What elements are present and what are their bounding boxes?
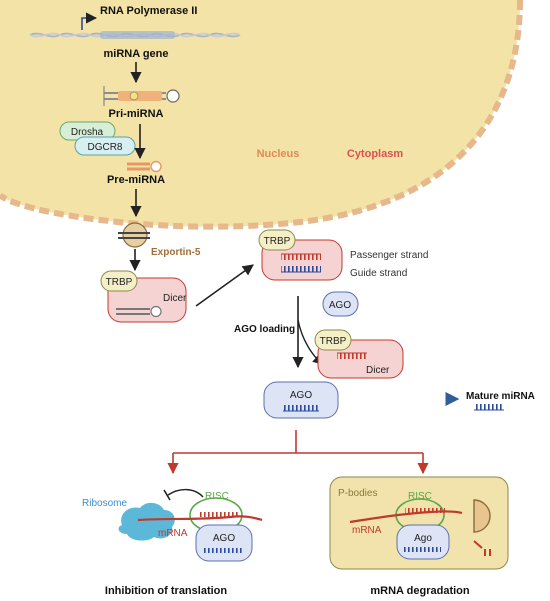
risc-label-left: RISC — [205, 491, 229, 502]
ribosome-label: Ribosome — [82, 498, 127, 509]
passenger-strand-icon-2 — [337, 353, 367, 359]
exportin5-label: Exportin-5 — [151, 247, 201, 258]
pri-mirna-label: Pri-miRNA — [108, 108, 163, 120]
pri-mirna-icon — [103, 86, 180, 106]
degradation-caption: mRNA degradation — [370, 585, 469, 597]
drosha-complex — [59, 121, 136, 156]
exportin5-icon — [118, 222, 150, 248]
ago-label-main: AGO — [290, 390, 312, 401]
guide-strand-in-ago — [283, 405, 319, 411]
risc-complex-left — [137, 497, 263, 562]
rna-polymerase-icon — [81, 12, 98, 30]
inhibition-arrow — [167, 488, 204, 498]
drosha-label: Drosha — [71, 127, 104, 138]
ago-label-left: AGO — [213, 533, 235, 544]
dicer-complex-right — [258, 229, 343, 281]
exonuclease-icon — [473, 499, 491, 533]
inhibition-caption: Inhibition of translation — [105, 585, 227, 597]
mature-mirna-label: Mature miRNA — [466, 391, 535, 402]
nucleus-label: Nucleus — [257, 148, 300, 160]
p-bodies-box — [329, 476, 509, 570]
passenger-strand-label: Passenger strand — [350, 250, 428, 261]
trbp-label-left: TRBP — [106, 277, 133, 288]
branch-arrows — [167, 430, 429, 475]
risc-complex-right — [349, 498, 463, 560]
passenger-strand-icon — [281, 254, 321, 260]
trbp-label-right: TRBP — [264, 236, 291, 247]
ago-loading-label: AGO loading — [234, 324, 295, 335]
dgcr8-label: DGCR8 — [87, 142, 122, 153]
ribosome-icon — [118, 502, 175, 541]
pre-mirna-icon — [127, 160, 162, 173]
p-bodies-label: P-bodies — [338, 488, 377, 499]
ago-label-right: Ago — [414, 533, 432, 544]
trbp-box-left — [100, 270, 138, 292]
dicer-label-passenger: Dicer — [366, 365, 390, 376]
ago-free-label: AGO — [329, 300, 351, 311]
mature-mirna-strand-icon — [474, 404, 504, 410]
dicer-label-left: Dicer — [163, 293, 187, 304]
trbp-box-passenger — [314, 329, 352, 351]
guide-strand-icon — [281, 266, 321, 272]
arrow-dicer-to-duplex — [195, 264, 254, 307]
guide-strand-right — [403, 547, 441, 552]
mrna-label-right: mRNA — [352, 525, 382, 536]
ago-free-box — [322, 291, 359, 317]
degraded-fragments-icon — [473, 540, 491, 556]
risc-label-right: RISC — [408, 491, 432, 502]
mrna-strand-left — [137, 515, 263, 522]
guide-strand-label: Guide strand — [350, 268, 407, 279]
dgcr8-box — [74, 136, 136, 156]
ago-box-main — [263, 381, 339, 419]
rna-polymerase-label: RNA Polymerase II — [100, 5, 197, 17]
pre-mirna-label: Pre-miRNA — [107, 174, 165, 186]
inhibition-bar — [163, 489, 171, 501]
dna-helix-icon — [29, 31, 241, 39]
trbp-label-passenger: TRBP — [320, 336, 347, 347]
guide-strand-left — [203, 548, 243, 553]
trbp-box-right — [258, 229, 296, 251]
ago-guide-complex — [263, 381, 339, 419]
mrna-label-left: mRNA — [158, 528, 188, 539]
cytoplasm-label: Cytoplasm — [347, 148, 403, 160]
mirna-gene-label: miRNA gene — [104, 48, 169, 60]
dicer-passenger-complex — [314, 329, 404, 379]
dicer-complex-left — [100, 270, 187, 323]
